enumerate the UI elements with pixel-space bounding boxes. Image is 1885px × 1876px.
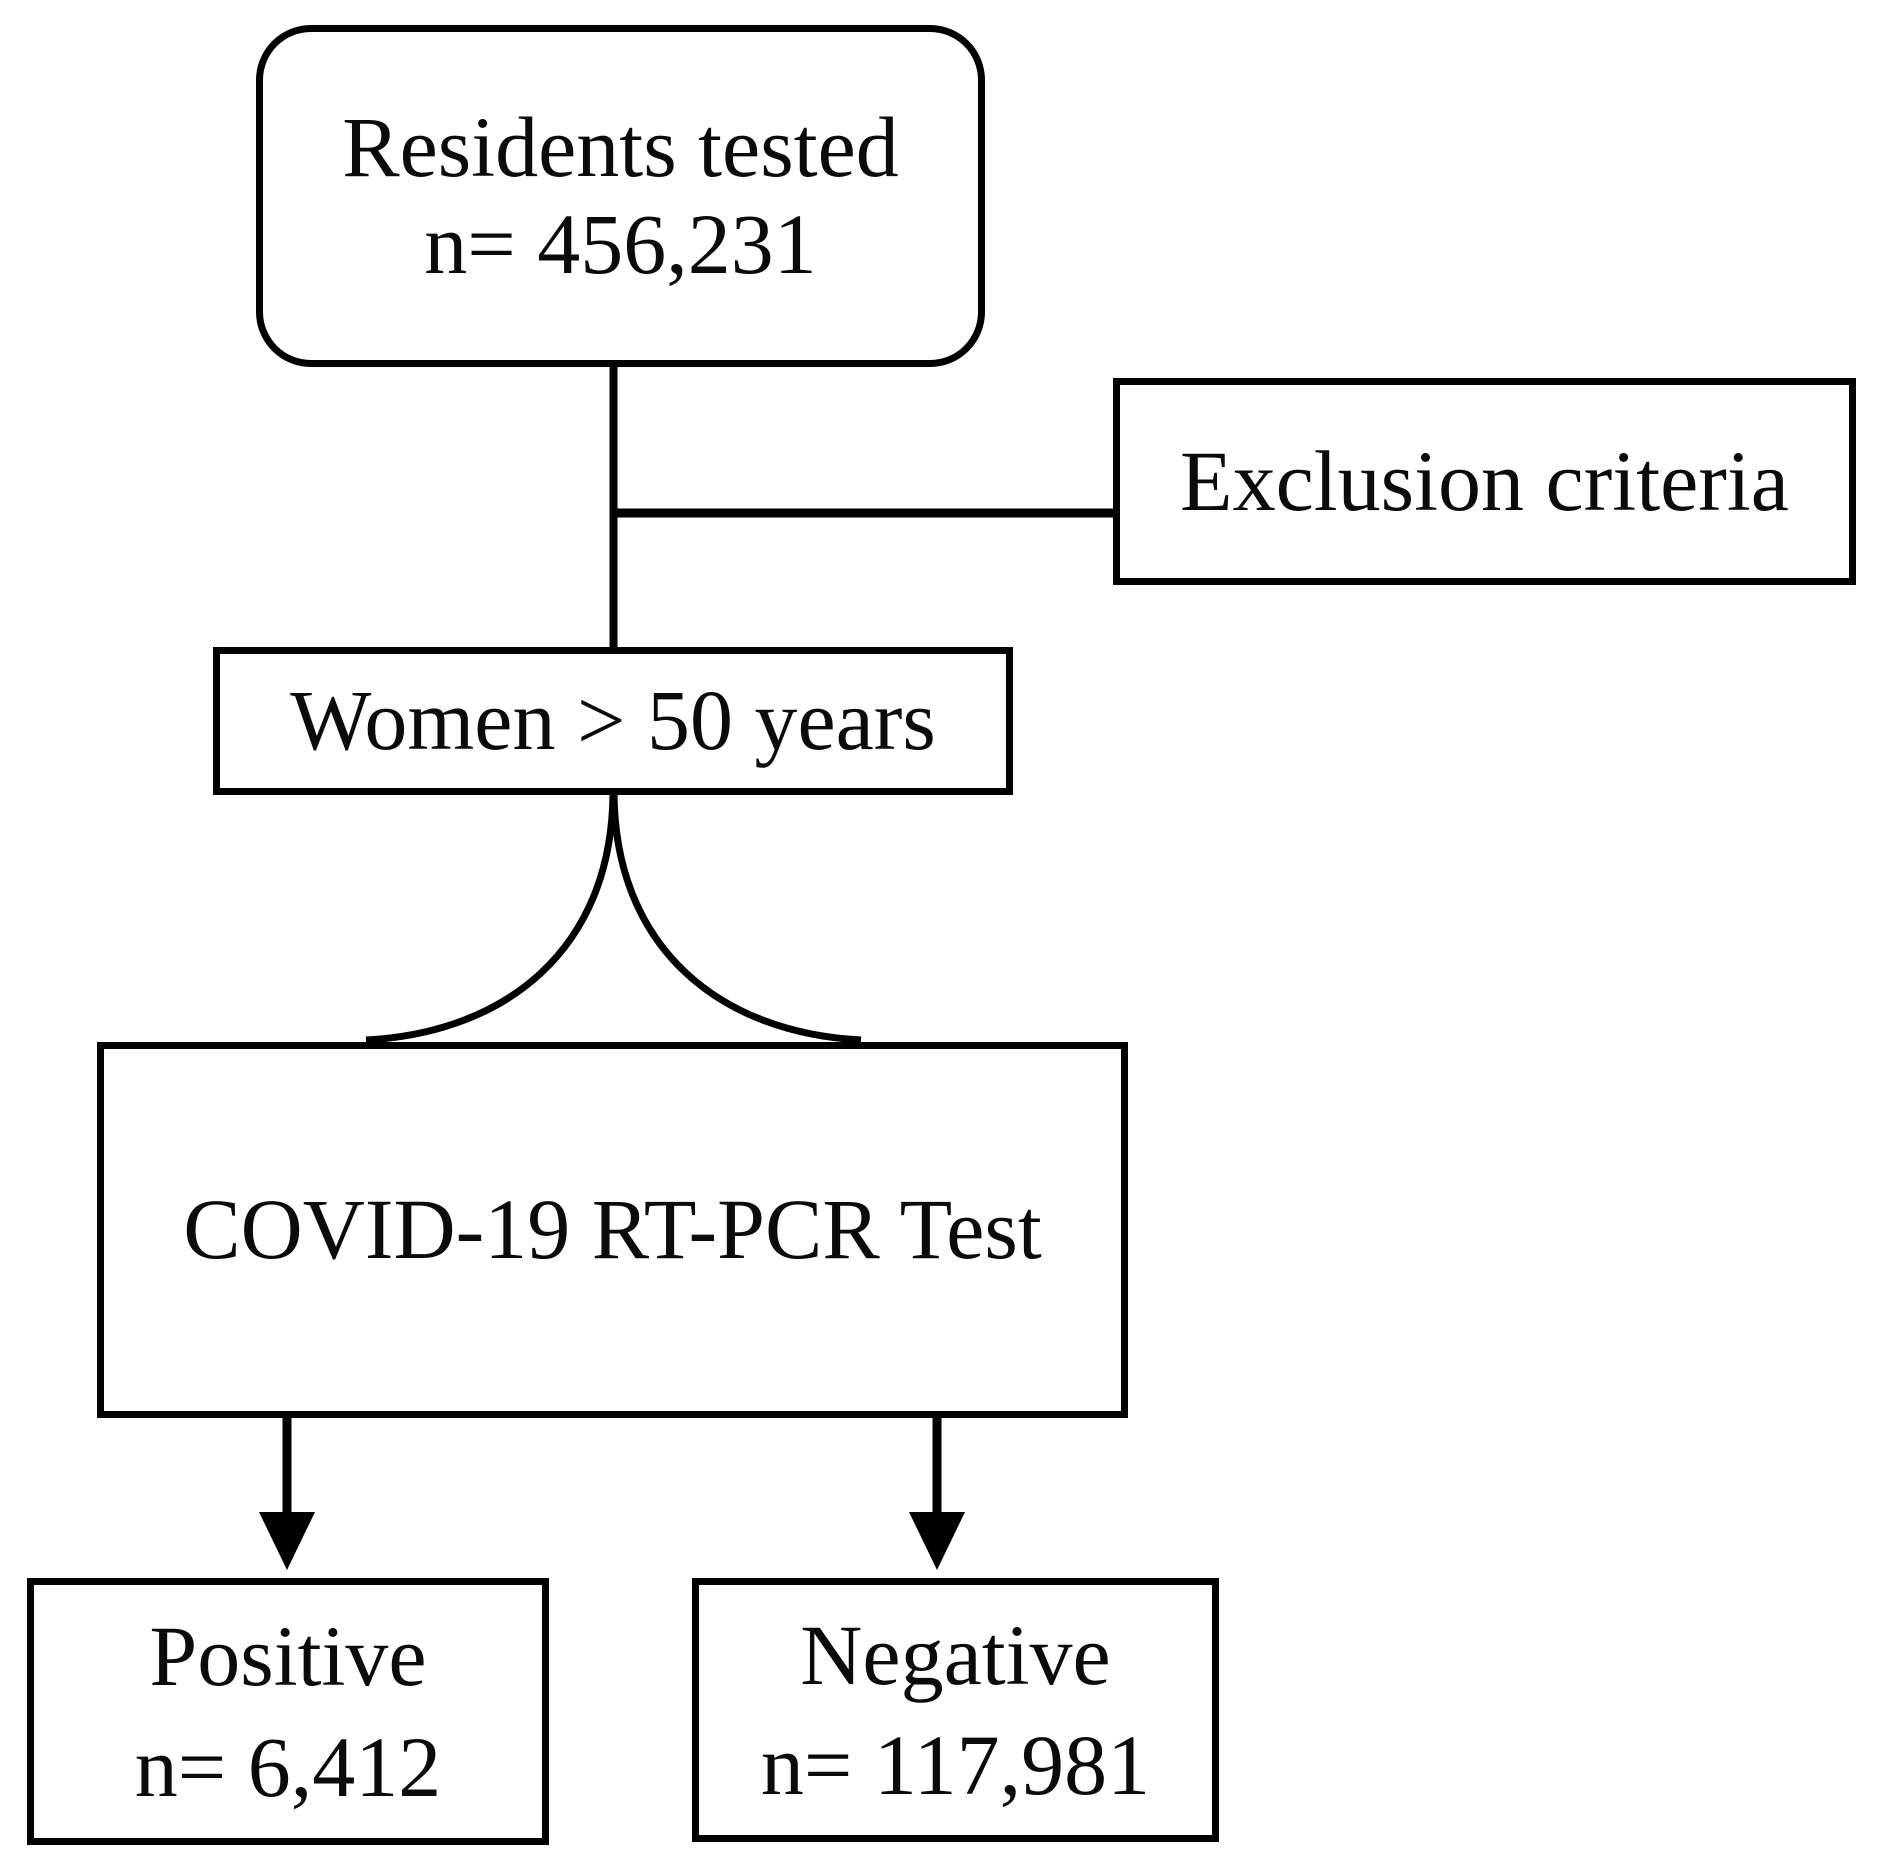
exclusion-criteria-box: Exclusion criteria xyxy=(1113,378,1856,585)
negative-count: n= 117,981 xyxy=(760,1717,1151,1813)
positive-result-box: Positive n= 6,412 xyxy=(27,1578,549,1845)
funnel-right-curve xyxy=(610,792,862,1044)
negative-label: Negative xyxy=(800,1606,1111,1703)
positive-label: Positive xyxy=(149,1608,427,1705)
women-over-50-label: Women > 50 years xyxy=(290,672,936,769)
arrow-negative-head xyxy=(909,1512,965,1570)
funnel-left-curve xyxy=(365,792,617,1044)
residents-tested-count: n= 456,231 xyxy=(424,196,817,292)
exclusion-criteria-label: Exclusion criteria xyxy=(1180,432,1789,529)
residents-tested-label: Residents tested xyxy=(342,98,899,195)
women-over-50-box: Women > 50 years xyxy=(213,647,1013,795)
covid-rtpcr-test-label: COVID-19 RT-PCR Test xyxy=(183,1181,1042,1278)
positive-count: n= 6,412 xyxy=(134,1718,442,1815)
arrow-positive-head xyxy=(259,1512,315,1570)
residents-tested-box: Residents tested n= 456,231 xyxy=(256,25,985,367)
negative-result-box: Negative n= 117,981 xyxy=(692,1578,1219,1842)
covid-rtpcr-test-box: COVID-19 RT-PCR Test xyxy=(97,1042,1128,1418)
